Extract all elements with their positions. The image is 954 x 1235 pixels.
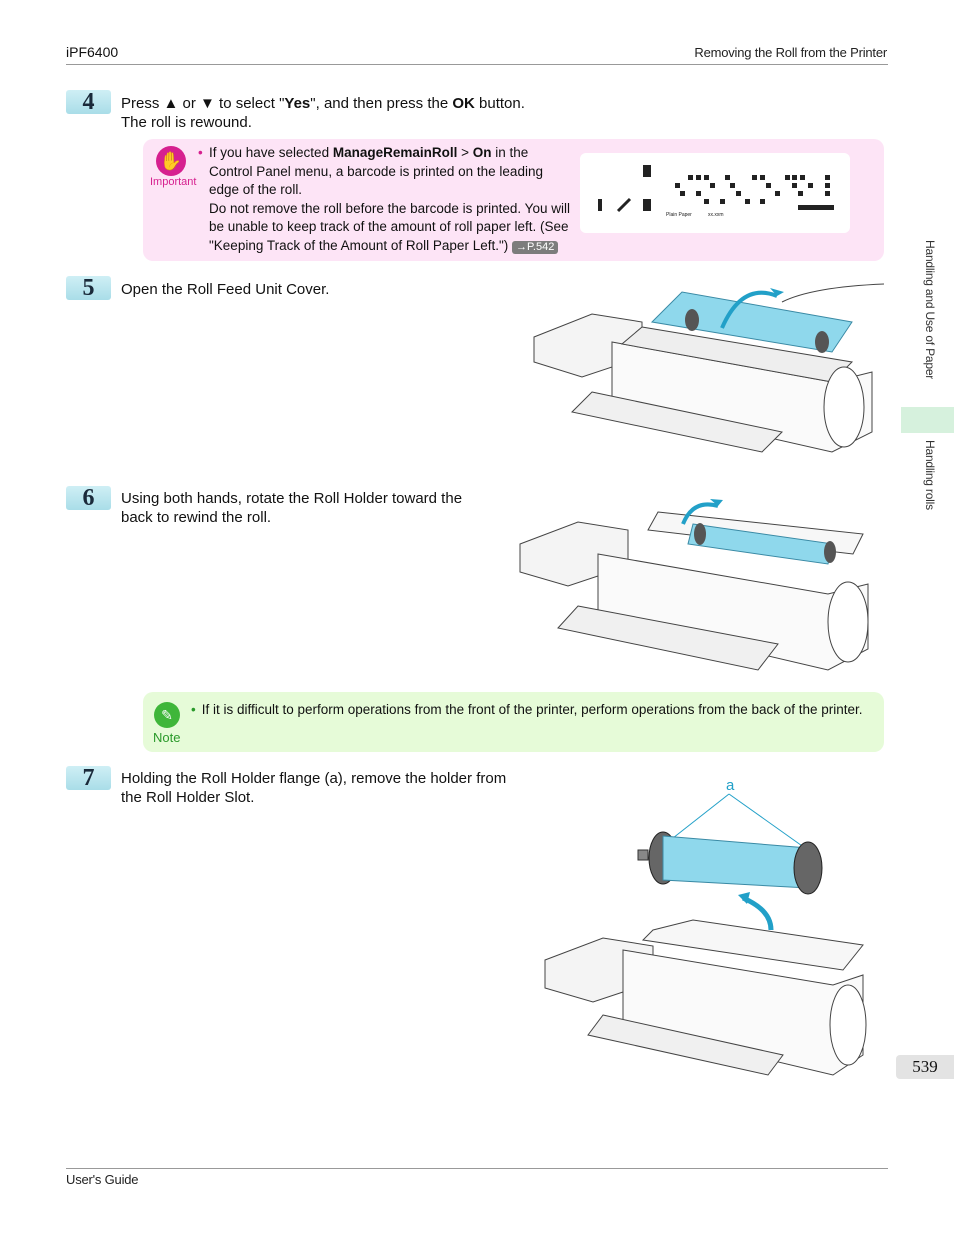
ok-button-label: OK <box>452 95 475 112</box>
step-5-text: Open the Roll Feed Unit Cover. <box>121 281 330 298</box>
note-text: •If it is difficult to perform operation… <box>191 702 863 717</box>
step-7-text: Holding the Roll Holder flange (a), remo… <box>121 770 507 806</box>
sidebar-active-marker <box>901 407 954 433</box>
sidebar-tab-handling-rolls[interactable]: Handling rolls <box>923 440 937 510</box>
barcode-image: Plain Paper xx.xxm <box>598 165 834 218</box>
barcode-caption-paper: Plain Paper <box>666 212 692 218</box>
step-6-text: Using both hands, rotate the Roll Holder… <box>121 490 463 526</box>
footer-guide-title: User's Guide <box>66 1172 139 1187</box>
footer-rule <box>66 1168 888 1169</box>
page-header-section: Removing the Roll from the Printer <box>694 45 887 60</box>
note-label: Note <box>153 730 181 745</box>
note-box <box>143 692 884 752</box>
barcode-caption-length: xx.xxm <box>708 212 724 218</box>
step-7-number: 7 <box>66 766 111 790</box>
important-text: • If you have selected ManageRemainRoll … <box>198 145 570 254</box>
page-reference-link[interactable]: →P.542 <box>512 240 559 254</box>
note-icon: ✎ <box>154 702 180 728</box>
step-5-number: 5 <box>66 276 111 300</box>
sidebar-tab-handling-paper[interactable]: Handling and Use of Paper <box>923 240 937 380</box>
barcode-panel: Plain Paper xx.xxm <box>580 153 850 233</box>
header-rule <box>66 64 888 65</box>
flange-callout-label: a <box>726 777 735 794</box>
page-header-model: iPF6400 <box>66 44 119 60</box>
page-number: 539 <box>896 1055 954 1079</box>
step-6-number: 6 <box>66 486 111 510</box>
important-icon: ✋ <box>156 146 186 176</box>
step-4-text: Press ▲ or ▼ to select "Yes", and then p… <box>121 95 525 131</box>
remove-roll-holder-illustration: a <box>543 770 873 1089</box>
important-label: Important <box>150 176 197 188</box>
printer-rewind-illustration <box>518 494 884 685</box>
printer-open-cover-illustration <box>532 282 885 467</box>
step-4-number: 4 <box>66 90 111 114</box>
yes-option: Yes <box>284 95 311 112</box>
